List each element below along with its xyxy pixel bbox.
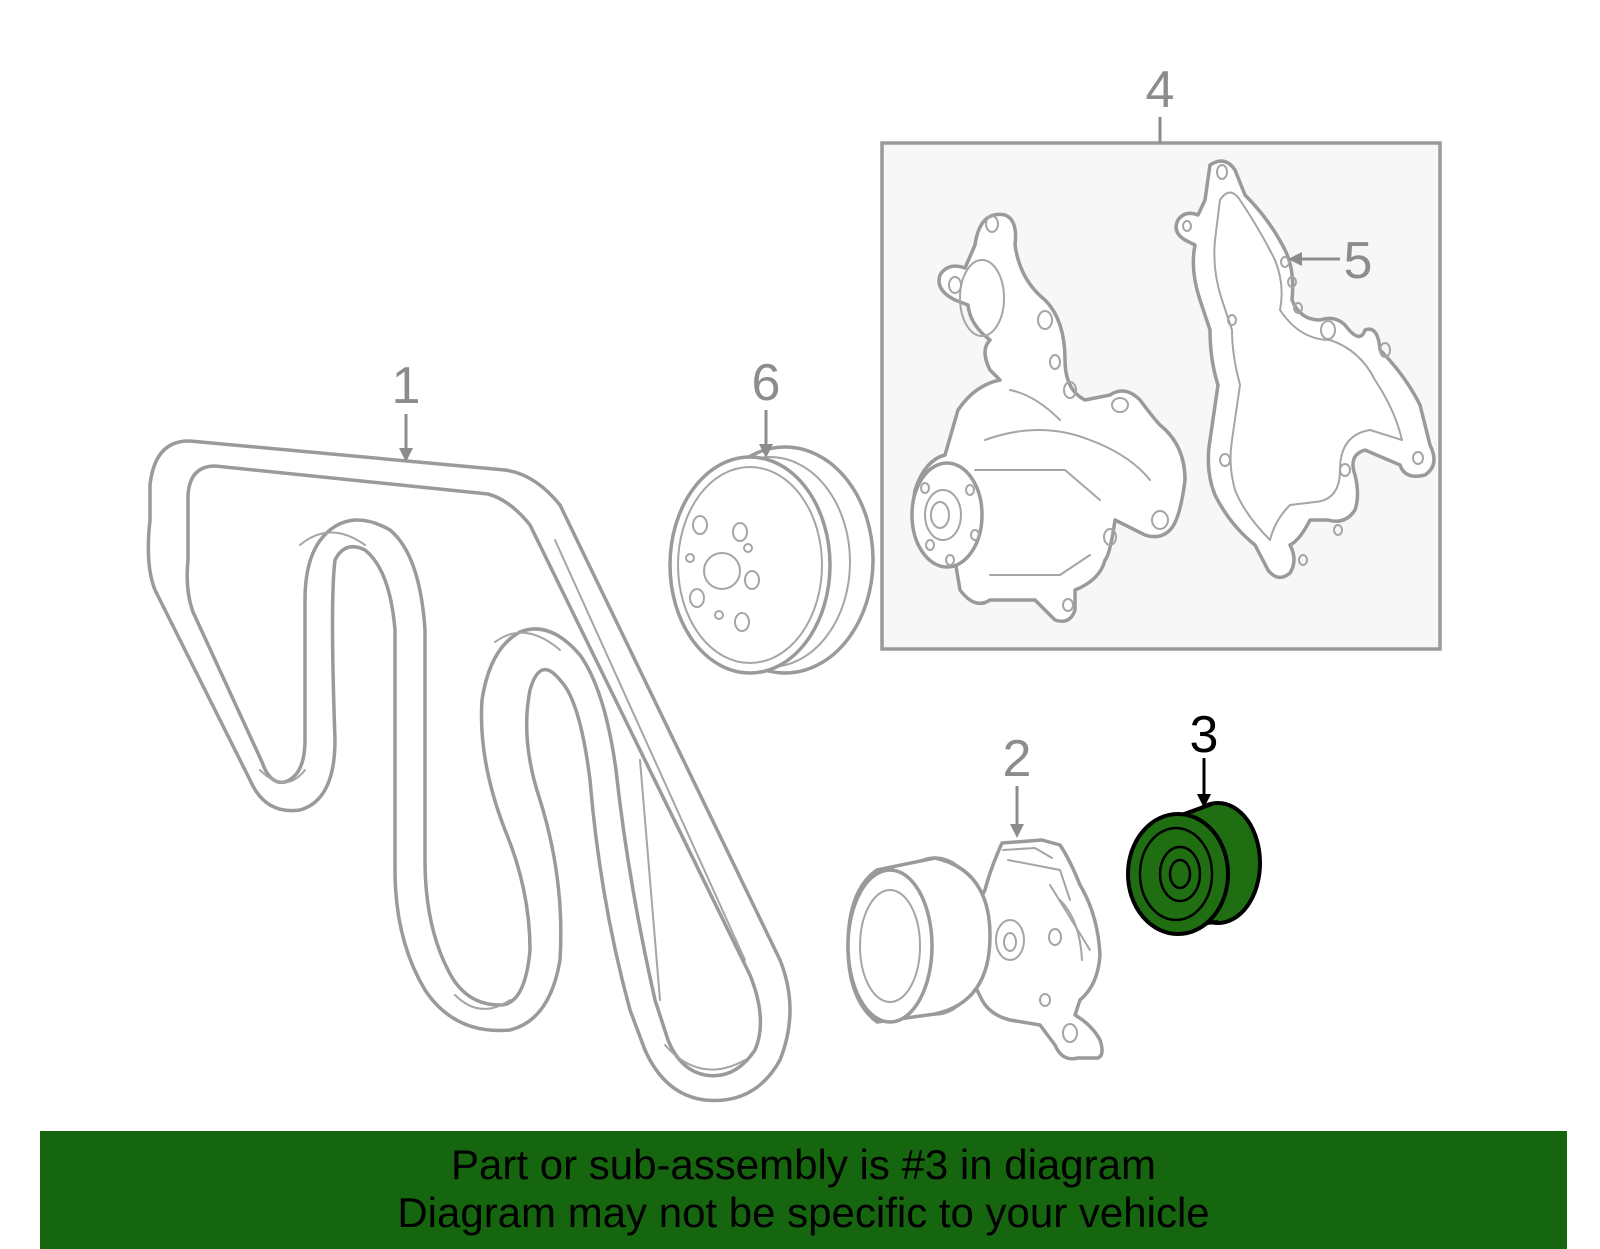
callout-1: 1 — [392, 357, 421, 415]
water-pump[interactable] — [910, 212, 1187, 623]
leader-lines — [399, 117, 1340, 838]
callout-4: 4 — [1146, 61, 1175, 119]
callout-6: 6 — [752, 354, 781, 412]
part-3-idler-pulley[interactable] — [1126, 801, 1262, 936]
part-2-tensioner[interactable] — [846, 838, 1104, 1061]
callout-labels: 1 6 4 5 2 3 — [392, 61, 1373, 788]
banner-line-2: Diagram may not be specific to your vehi… — [397, 1189, 1210, 1236]
info-banner: Part or sub-assembly is #3 in diagram Di… — [40, 1131, 1567, 1249]
callout-2: 2 — [1003, 730, 1032, 788]
part-6-pulley[interactable] — [668, 445, 875, 675]
banner-line-1: Part or sub-assembly is #3 in diagram — [451, 1141, 1156, 1188]
part-5-gasket[interactable] — [1174, 159, 1436, 580]
part-1-serpentine-belt[interactable] — [146, 439, 792, 1103]
callout-5: 5 — [1344, 232, 1373, 290]
callout-3: 3 — [1190, 706, 1219, 764]
